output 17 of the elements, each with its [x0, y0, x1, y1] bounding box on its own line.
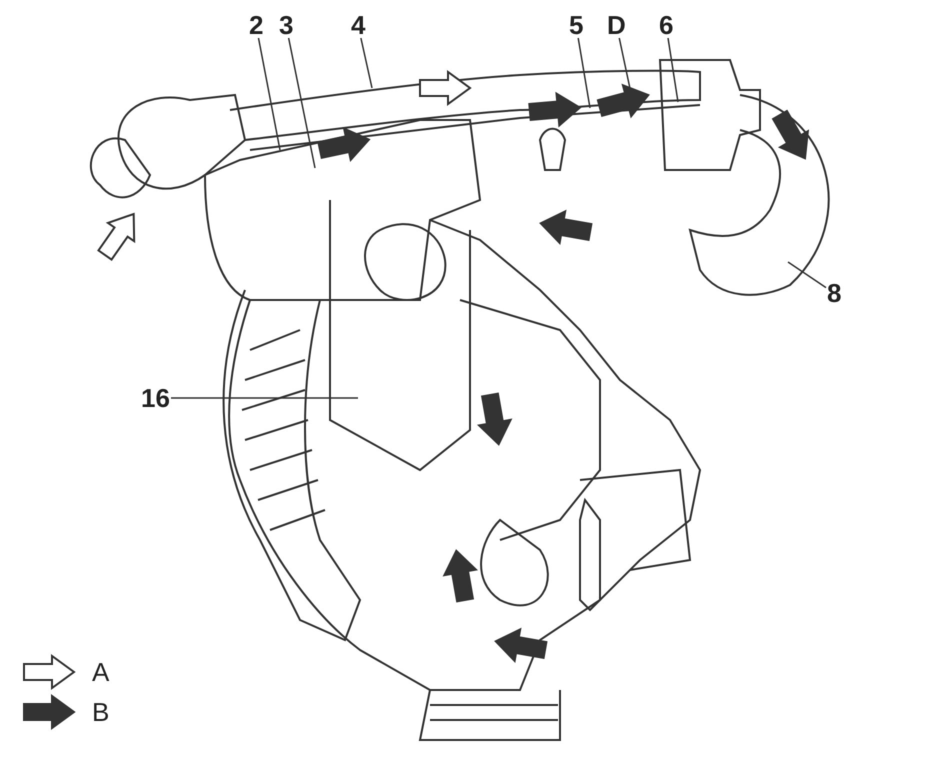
leader-line: [171, 397, 358, 399]
callout-number: 8: [826, 280, 842, 306]
legend-label: A: [92, 659, 110, 685]
callout-number: 16: [140, 385, 171, 411]
callout-number: 5: [568, 12, 584, 38]
callout-number: 6: [658, 12, 674, 38]
leader-line: [667, 38, 679, 102]
leader-line: [258, 38, 281, 150]
callout-number: 2: [248, 12, 264, 38]
leader-line: [360, 38, 373, 88]
legend-label: B: [92, 699, 110, 725]
callout-number: D: [606, 12, 627, 38]
callout-number: 4: [350, 12, 366, 38]
callout-number: 3: [278, 12, 294, 38]
leader-line: [288, 38, 316, 168]
leader-line: [577, 38, 591, 108]
leader-line: [788, 261, 826, 288]
